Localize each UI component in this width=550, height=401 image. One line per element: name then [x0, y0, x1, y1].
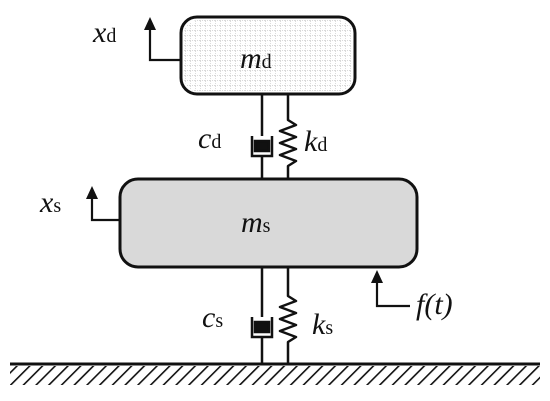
- damper-mass-grid: [184, 20, 352, 91]
- external-force-indicator: f(t): [371, 270, 453, 321]
- damper-stiffness-label: kd: [304, 125, 327, 158]
- arrow-up-icon: [371, 270, 383, 283]
- cs-damper-piston: [253, 320, 271, 334]
- damper-displacement-indicator: xd: [92, 16, 181, 62]
- damper-support: [250, 93, 298, 179]
- structure-mass-label: ms: [241, 206, 271, 239]
- structure-stiffness-label: ks: [312, 308, 333, 341]
- arrow-up-icon: [86, 186, 98, 199]
- kd-spring: [278, 93, 298, 179]
- structure-displacement-label: xs: [39, 186, 61, 219]
- arrow-up-icon: [144, 17, 156, 30]
- structure-damping-label: cs: [202, 301, 223, 334]
- structure-support: [250, 268, 298, 364]
- damper-damping-label: cd: [198, 122, 221, 155]
- cd-damper-piston: [253, 139, 271, 153]
- force-label: f(t): [416, 288, 453, 321]
- structure-mass-block: [118, 177, 419, 269]
- ground: [10, 362, 540, 385]
- structure-displacement-indicator: xs: [39, 186, 120, 222]
- ks-spring: [278, 268, 298, 364]
- damper-displacement-label: xd: [92, 16, 116, 49]
- damper-mass-label: md: [240, 42, 272, 75]
